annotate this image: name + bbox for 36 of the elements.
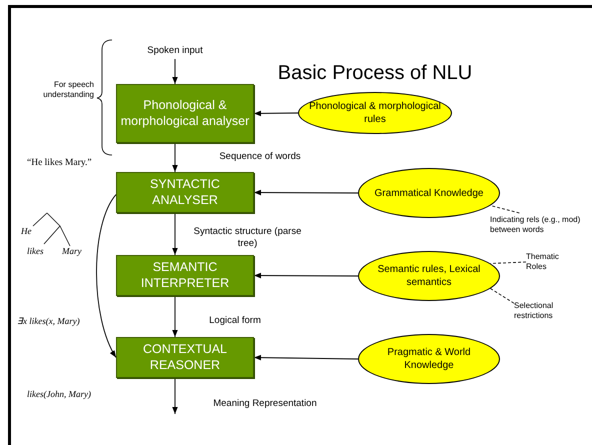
input-label: Spoken input <box>135 43 215 59</box>
edge-label: Meaning Representation <box>212 398 318 410</box>
tree-leaf-label: likes <box>27 246 44 257</box>
edge-label: Syntactic structure (parse tree) <box>192 226 302 250</box>
knowledge-ellipse: Semantic rules, Lexical semantics <box>358 251 500 301</box>
leader-line <box>490 205 520 214</box>
diagram-title: Basic Process of NLU <box>276 62 474 85</box>
arrow <box>172 58 178 84</box>
example-sentence: “He likes Mary.” <box>27 158 92 170</box>
edge-label: Sequence of words <box>218 151 302 163</box>
knowledge-ellipse: Grammatical Knowledge <box>358 168 500 218</box>
arrow <box>254 190 358 196</box>
arrow <box>172 142 178 172</box>
arrow <box>254 110 298 116</box>
arrow <box>172 212 178 256</box>
annotation-text: Selectional restrictions <box>514 300 574 322</box>
leader-line <box>490 288 514 304</box>
tree-leaf-label: He <box>21 226 32 237</box>
annotation-text: Thematic Roles <box>526 251 576 273</box>
arrow <box>254 354 358 360</box>
logical-formula: likes(John, Mary) <box>27 389 91 400</box>
process-box: SYNTACTIC ANALYSER <box>116 172 254 213</box>
process-box: CONTEXTUAL REASONER <box>116 337 254 378</box>
arrow <box>172 378 178 414</box>
arrow <box>96 194 116 358</box>
process-box: Phonological & morphological analyser <box>116 84 254 143</box>
knowledge-ellipse: Pragmatic & World Knowledge <box>358 334 500 384</box>
arrow <box>254 272 358 278</box>
side-note: For speech understanding <box>42 80 94 100</box>
tree-leaf-label: Mary <box>62 246 82 257</box>
logical-formula: ∃x likes(x, Mary) <box>17 316 80 327</box>
edge-label: Logical form <box>208 315 262 327</box>
leader-line <box>490 262 526 264</box>
process-box: SEMANTIC INTERPRETER <box>116 255 254 296</box>
knowledge-ellipse: Phonological & morphological rules <box>298 92 452 134</box>
arrow <box>172 296 178 338</box>
